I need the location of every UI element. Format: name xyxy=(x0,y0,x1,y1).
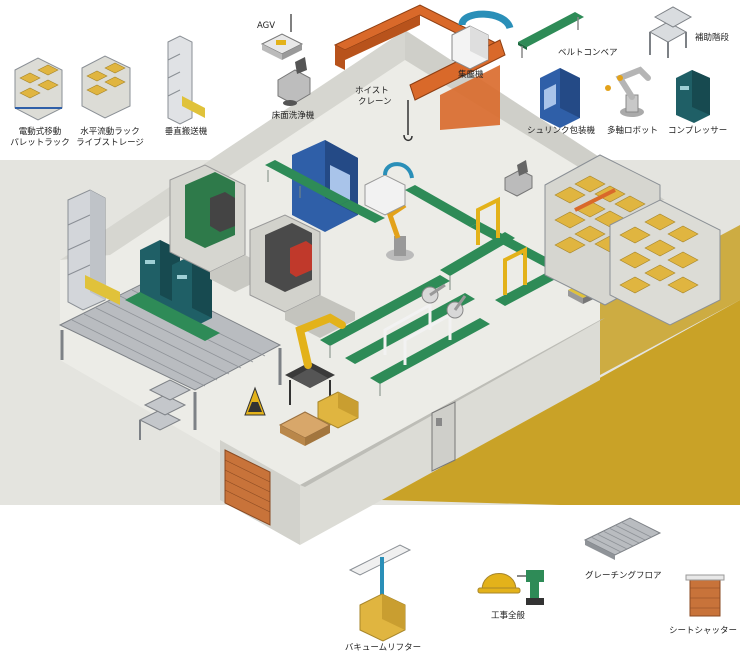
flow-rack-label-2: ライブストレージ xyxy=(76,137,144,148)
shrink-wrapper-label: シュリンク包装機 xyxy=(527,125,596,136)
dust-collector-icon xyxy=(451,10,514,70)
floor-cleaner-in-scene xyxy=(504,160,533,197)
vacuum-lifter-icon xyxy=(348,544,412,642)
multi-axis-robot-label: 多軸ロボット xyxy=(607,125,658,136)
vertical-conveyor-icon xyxy=(167,35,205,125)
dust-collector-label: 集塵機 xyxy=(458,69,484,80)
flow-rack-icon xyxy=(81,55,131,119)
construction-label: 工事全般 xyxy=(491,610,526,621)
orange-robot-in-scene xyxy=(386,202,414,261)
mezzanine-stairs xyxy=(138,379,192,440)
construction-icon xyxy=(477,570,544,605)
sheet-shutter-in-scene xyxy=(224,449,271,526)
sheet-shutter-icon xyxy=(685,574,725,617)
yellow-robot-in-scene xyxy=(285,313,346,405)
pallet-rack-label-2: パレットラック xyxy=(10,138,70,148)
hoist-crane-label-2: クレーン xyxy=(358,97,392,107)
belt-conveyor-label: ベルトコンベア xyxy=(558,48,618,58)
yellow-gantries xyxy=(476,196,527,295)
sheet-shutter-label: シートシャッター xyxy=(669,626,737,636)
blue-machine-in-scene xyxy=(292,140,358,232)
vacuum-lifter-label: バキュームリフター xyxy=(345,643,421,653)
compressor-label: コンプレッサー xyxy=(668,126,727,136)
grating-floor-icon xyxy=(583,517,662,560)
grating-floor-label: グレーチングフロア xyxy=(585,570,662,581)
belt-conveyor-icon xyxy=(518,12,584,58)
factory-floor xyxy=(60,30,665,505)
back-wall-left xyxy=(60,30,405,260)
floor-cleaner-label: 床面洗浄機 xyxy=(272,110,315,121)
shrink-wrapper-icon xyxy=(540,68,580,128)
pallet-rack-label-1: 電動式移動 xyxy=(19,126,62,137)
agv-label: AGV xyxy=(257,21,275,31)
inspection-frame xyxy=(383,302,452,365)
compressor-icon xyxy=(676,70,710,123)
main-conveyors xyxy=(265,160,565,384)
vertical-conveyor-in-scene xyxy=(67,189,120,311)
door xyxy=(431,401,456,472)
vertical-conveyor-label: 垂直搬送機 xyxy=(165,126,208,137)
aux-stairs-label: 補助階段 xyxy=(695,32,730,43)
hoist-crane-label-1: ホイスト xyxy=(355,86,389,96)
pallet-rack-icon xyxy=(14,57,63,121)
agv-icon xyxy=(260,14,304,60)
aux-stairs-icon xyxy=(648,6,693,58)
floor-cleaner-icon xyxy=(277,57,311,106)
storage-racks-in-scene xyxy=(544,154,721,326)
flow-rack-label-1: 水平流動ラック xyxy=(80,126,140,137)
pallets-in-scene xyxy=(278,391,359,446)
multi-axis-robot-icon xyxy=(605,66,651,117)
line-robots xyxy=(421,283,467,319)
dust-collector-in-scene xyxy=(364,162,414,216)
yellow-floor-area xyxy=(380,300,740,505)
mezz-conveyor xyxy=(125,292,220,341)
